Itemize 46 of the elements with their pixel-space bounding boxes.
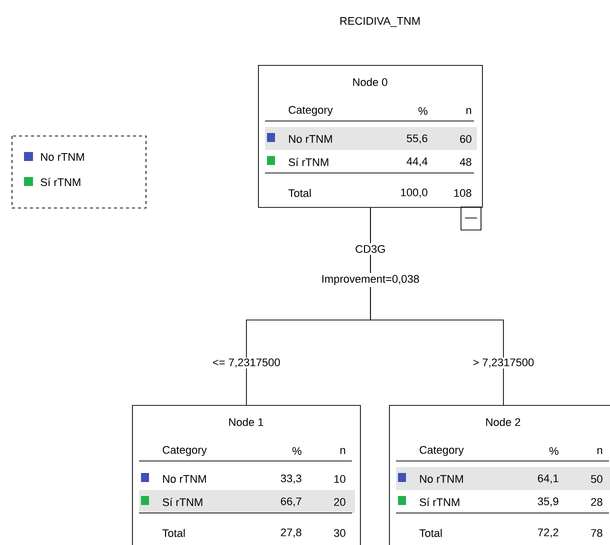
split-label: Improvement=0,038 xyxy=(322,275,419,285)
table-cell: No rTNM xyxy=(163,475,206,483)
node-heading: Node 0 xyxy=(353,78,388,86)
table-cell: No rTNM xyxy=(420,475,463,483)
table-cell: n xyxy=(466,108,472,114)
table-cell: Category xyxy=(288,106,333,116)
legend-label: Sí rTNM xyxy=(40,178,80,186)
legend-label: No rTNM xyxy=(41,153,84,161)
table-cell: 60 xyxy=(460,135,472,143)
table-cell: 108 xyxy=(454,189,472,197)
table-cell: 27,8 xyxy=(280,528,302,538)
table-cell: Sí rTNM xyxy=(162,498,202,506)
split-label: CD3G xyxy=(356,245,385,253)
edge-label: > 7,2317500 xyxy=(473,358,534,368)
table-cell: Total xyxy=(162,528,185,538)
table-cell: n xyxy=(340,448,346,454)
table-cell: 44,4 xyxy=(406,158,428,166)
table-cell: 48 xyxy=(460,158,472,166)
table-cell: Sí rTNM xyxy=(288,158,328,166)
table-cell: Category xyxy=(162,446,207,456)
table-cell: 28 xyxy=(591,498,602,506)
table-cell: 50 xyxy=(591,475,602,483)
table-cell: 64,1 xyxy=(538,474,558,484)
table-cell: % xyxy=(292,447,302,455)
table-cell: Total xyxy=(288,188,311,198)
table-cell: 55,6 xyxy=(406,134,428,144)
table-cell: % xyxy=(418,107,428,115)
node-heading: Node 1 xyxy=(229,418,264,426)
table-cell: 100,0 xyxy=(401,188,428,198)
table-cell: 33,3 xyxy=(280,474,302,484)
table-cell: 35,9 xyxy=(538,497,558,507)
table-cell: Category xyxy=(420,446,464,456)
table-cell: Total xyxy=(419,528,442,538)
table-cell: Sí rTNM xyxy=(420,498,460,506)
table-cell: 78 xyxy=(591,529,602,537)
table-cell: n xyxy=(597,448,602,454)
table-cell: 10 xyxy=(334,475,346,483)
node-heading: Node 2 xyxy=(486,418,520,426)
title: RECIDIVA_TNM xyxy=(340,17,420,27)
table-cell: 66,7 xyxy=(280,497,302,507)
table-cell: No rTNM xyxy=(289,135,332,143)
table-cell: 30 xyxy=(334,529,346,537)
table-cell: 20 xyxy=(334,498,346,506)
edge-label: <= 7,2317500 xyxy=(213,358,280,368)
table-cell: % xyxy=(549,447,558,455)
table-cell: 72,2 xyxy=(538,528,558,538)
